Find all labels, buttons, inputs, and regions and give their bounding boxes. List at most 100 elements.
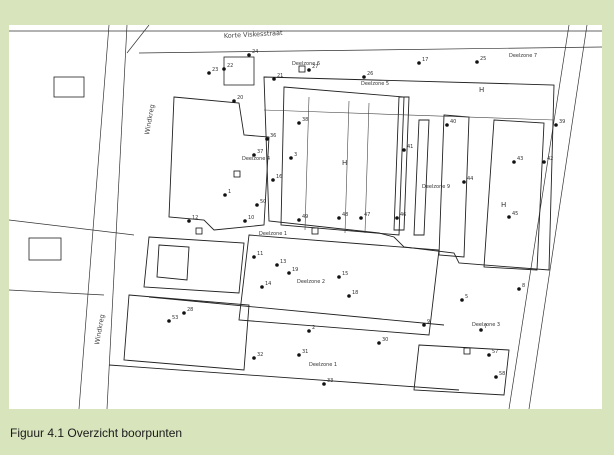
boring-point [475, 60, 479, 64]
boring-point-label: 18 [352, 290, 358, 296]
boring-point [507, 215, 511, 219]
boring-point [402, 148, 406, 152]
boring-point [182, 311, 186, 315]
boring-point [297, 121, 301, 125]
boring-point-label: 32 [257, 352, 263, 358]
boring-point [487, 353, 491, 357]
boring-point [322, 382, 326, 386]
boring-point-label: 31 [302, 349, 308, 355]
boring-point-label: 8 [522, 283, 525, 289]
hall-marker: H [342, 159, 347, 167]
boring-point-label: 11 [257, 251, 263, 257]
boring-point [167, 319, 171, 323]
boring-point-label: 7 [484, 324, 487, 330]
deelzone-label: Deelzone 4 [242, 156, 270, 162]
boring-point-label: 38 [302, 117, 308, 123]
site-map-figure: Korte Viskesstraat Windkreg Windkreg Dee… [9, 25, 602, 409]
deelzone-label: Deelzone 1 [309, 362, 337, 368]
boring-point [479, 328, 483, 332]
boring-point [252, 255, 256, 259]
boring-point-label: 19 [292, 267, 298, 273]
boring-point-label: 5 [465, 294, 468, 300]
boring-point-label: 48 [342, 212, 348, 218]
boring-point-label: 21 [277, 73, 283, 79]
street-label-left-upper: Windkreg [143, 104, 156, 136]
boring-point [362, 75, 366, 79]
boring-point-label: 12 [192, 215, 198, 221]
boring-point-label: 45 [512, 211, 518, 217]
boring-point-label: 28 [187, 307, 193, 313]
boring-point [271, 178, 275, 182]
boring-point-label: 47 [364, 212, 370, 218]
boring-point [275, 263, 279, 267]
boring-point-label: 58 [499, 371, 505, 377]
boring-point-label: 49 [302, 214, 308, 220]
boring-point [417, 61, 421, 65]
boring-point [359, 216, 363, 220]
boring-point [395, 216, 399, 220]
deelzone-label: Deelzone 1 [259, 231, 287, 237]
boring-point [422, 323, 426, 327]
boring-point-label: 23 [212, 67, 218, 73]
boring-point [187, 219, 191, 223]
boring-point-label: 33 [327, 378, 333, 384]
boring-point [265, 137, 269, 141]
boring-point-label: 36 [270, 133, 276, 139]
outbuildings [28, 56, 255, 261]
boring-point [287, 271, 291, 275]
boring-point-label: 37 [257, 149, 263, 155]
deelzone-label: Deelzone 3 [472, 322, 500, 328]
deelzone-label: Deelzone 7 [509, 53, 537, 59]
boring-point-label: 13 [280, 259, 286, 265]
boring-point-label: 22 [227, 63, 233, 69]
boring-point [337, 216, 341, 220]
boring-point-label: 17 [422, 57, 428, 63]
boring-point-label: 26 [367, 71, 373, 77]
boring-point-label: 50 [260, 199, 266, 205]
boring-point [232, 99, 236, 103]
boring-point-label: 14 [265, 281, 271, 287]
boring-point-label: 46 [400, 212, 406, 218]
boring-point [222, 67, 226, 71]
boring-point [542, 160, 546, 164]
h-markers: H H H [342, 86, 506, 209]
boring-point-label: 1 [228, 189, 231, 195]
boring-point-label: 20 [237, 95, 243, 101]
figure-caption: Figuur 4.1 Overzicht boorpunten [10, 426, 183, 440]
boring-point [462, 180, 466, 184]
road-lines [9, 25, 602, 409]
boring-point [297, 353, 301, 357]
boring-point [347, 294, 351, 298]
deelzone-label: Deelzone 2 [297, 279, 325, 285]
boring-point [517, 287, 521, 291]
boring-point [243, 219, 247, 223]
boring-point-label: 3 [294, 152, 297, 158]
boring-point-label: 30 [382, 337, 388, 343]
street-label-left-lower: Windkreg [93, 314, 106, 346]
boring-point [494, 375, 498, 379]
site-map-drawing: Korte Viskesstraat Windkreg Windkreg Dee… [9, 25, 602, 409]
boring-point-label: 57 [492, 349, 498, 355]
boring-point-label: 27 [312, 64, 318, 70]
street-label-top: Korte Viskesstraat [224, 29, 284, 40]
boring-point [297, 218, 301, 222]
boring-point [307, 68, 311, 72]
boring-point [252, 356, 256, 360]
boring-point [460, 298, 464, 302]
boring-point [512, 160, 516, 164]
building-outlines [108, 76, 555, 396]
hall-marker: H [501, 201, 506, 209]
boring-point [554, 123, 558, 127]
boring-point-label: 42 [547, 156, 553, 162]
square-markers [195, 65, 471, 355]
boring-point [445, 123, 449, 127]
boring-point [207, 71, 211, 75]
boring-point-label: 10 [248, 215, 254, 221]
boring-point-label: 2 [312, 325, 315, 331]
boring-point-label: 25 [480, 56, 486, 62]
deelzone-labels: Deelzone 6 Deelzone 5 Deelzone 4 Deelzon… [242, 53, 537, 368]
boring-point-label: 44 [467, 176, 473, 182]
boring-point-label: 40 [450, 119, 456, 125]
boring-point-label: 24 [252, 49, 258, 55]
